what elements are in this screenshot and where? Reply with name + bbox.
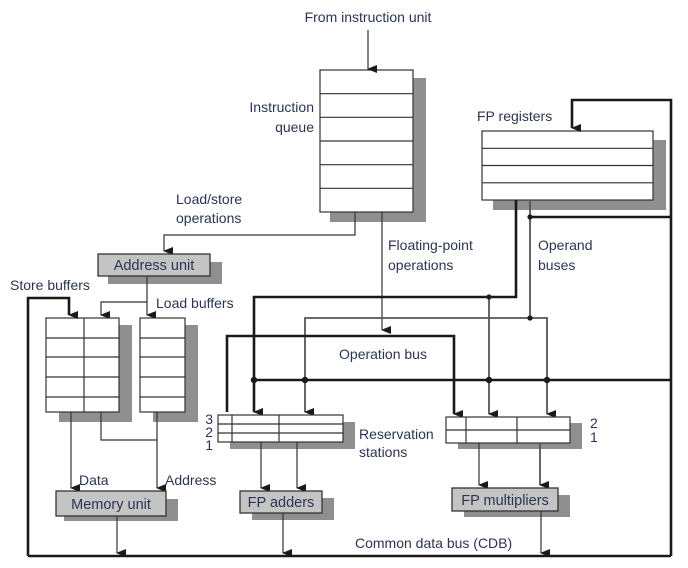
memory-unit-label: Memory unit <box>71 497 151 513</box>
cdb-to-fp-registers <box>570 98 673 556</box>
junction-dot <box>527 214 533 220</box>
instruction-queue-label-1: Instruction <box>249 99 314 115</box>
junction-dot <box>250 376 258 384</box>
operand-bus-b <box>304 200 531 416</box>
operand-bus-b-mult <box>530 317 556 418</box>
instruction-queue-label-2: queue <box>275 119 314 135</box>
junction-dot <box>543 376 551 384</box>
operand-buses-label-1: Operand <box>538 237 592 253</box>
fp-ops-label-1: Floating-point <box>388 237 473 253</box>
junction-dot <box>527 315 533 321</box>
fp-registers-label: FP registers <box>477 108 552 124</box>
instruction-queue <box>319 69 426 222</box>
fp-ops-label-2: operations <box>388 257 453 273</box>
load-buffers-label: Load buffers <box>156 295 234 311</box>
junction-dot <box>301 376 309 384</box>
load-store-label-2: operations <box>176 210 241 226</box>
junction-dot <box>485 376 493 384</box>
cdb-to-store-buffers <box>26 296 78 556</box>
from-instruction-unit-label: From instruction unit <box>305 9 432 25</box>
store-buffers <box>45 317 132 422</box>
addr-to-store-buffer <box>100 276 148 319</box>
mult-rs-number: 2 <box>590 415 598 431</box>
operand-buses-label-2: buses <box>538 257 575 273</box>
fp-registers <box>481 130 666 210</box>
operand-bus-a <box>252 200 518 416</box>
mult-rs-number: 1 <box>590 429 598 445</box>
fp-adders-label: FP adders <box>248 495 315 511</box>
address-unit <box>97 253 211 277</box>
load-store-path <box>163 212 356 255</box>
address-unit-label: Address unit <box>114 258 195 274</box>
adder-rs-number: 2 <box>205 424 213 440</box>
reservation-label-2: stations <box>359 444 407 460</box>
adder-reservation-stations <box>217 414 355 449</box>
operation-bus-label: Operation bus <box>339 346 427 362</box>
memory-unit <box>55 490 167 517</box>
data-label: Data <box>79 472 109 488</box>
load-buffers <box>139 317 198 422</box>
load-store-label-1: Load/store <box>176 191 242 207</box>
store-buffers-box <box>45 317 120 413</box>
address-label: Address <box>165 472 216 488</box>
adder-rs-number: 3 <box>205 411 213 427</box>
cdb-label: Common data bus (CDB) <box>355 535 512 551</box>
operation-bus <box>225 334 463 418</box>
store-buffers-label: Store buffers <box>10 277 90 293</box>
junction-dot <box>486 294 492 300</box>
fp-adders <box>239 490 323 514</box>
adder-rs-box <box>217 414 344 443</box>
load-buffers-box <box>139 317 186 413</box>
fp-multipliers <box>451 487 559 512</box>
multiplier-reservation-stations <box>445 416 582 449</box>
fp-multipliers-label: FP multipliers <box>461 493 549 509</box>
store-address-join <box>100 412 157 441</box>
reservation-label-1: Reservation <box>359 426 434 442</box>
adder-rs-number: 1 <box>205 437 213 453</box>
